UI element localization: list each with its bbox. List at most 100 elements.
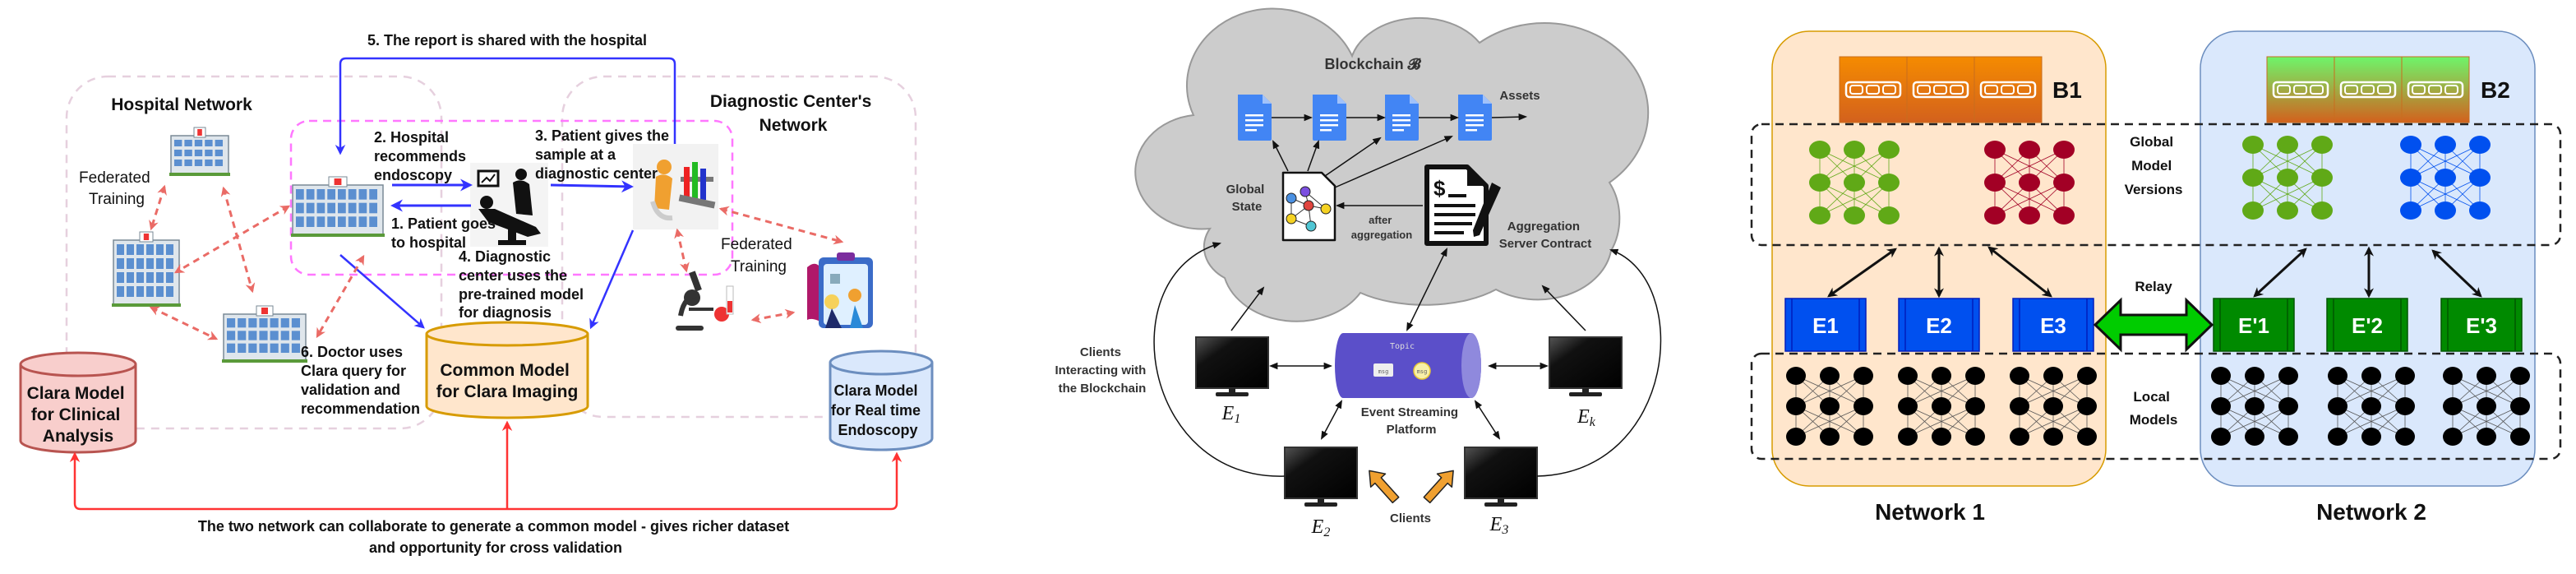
nn-node bbox=[2053, 206, 2075, 225]
nn-node bbox=[1844, 174, 1865, 192]
hospital-icon bbox=[291, 176, 385, 237]
federated-arrow bbox=[718, 206, 844, 245]
document-icon bbox=[1458, 95, 1492, 141]
hospital-icon bbox=[169, 127, 230, 176]
diagnostic-network-region bbox=[561, 75, 917, 419]
step3-arrow bbox=[550, 180, 634, 193]
client-node-label: E2 bbox=[1311, 516, 1331, 539]
nn-node bbox=[1878, 174, 1900, 192]
global-model-network bbox=[2400, 136, 2491, 220]
nn-node bbox=[2443, 397, 2463, 415]
blockchain-cloud bbox=[1134, 7, 1650, 322]
nn-node bbox=[2400, 169, 2421, 187]
edge-node-label: E'1 bbox=[2238, 313, 2269, 338]
nn-node bbox=[1809, 206, 1830, 225]
edge-prime-node-box: E'1 bbox=[2213, 298, 2295, 352]
client-arrow-left bbox=[1369, 470, 1400, 504]
nn-node bbox=[1898, 428, 1918, 446]
client-node-label: E3 bbox=[1489, 514, 1509, 537]
nn-node bbox=[2053, 141, 2075, 159]
nn-node bbox=[2361, 397, 2381, 415]
e1p-global-arrow bbox=[2253, 248, 2307, 298]
nn-node bbox=[1786, 397, 1806, 415]
edge-node-label: E3 bbox=[2040, 313, 2066, 338]
nn-node bbox=[1786, 367, 1806, 385]
lab-icon bbox=[633, 144, 718, 229]
nn-node bbox=[1984, 141, 2006, 159]
document-icon bbox=[1385, 95, 1419, 141]
global-model-versions-label: Global Model Versions bbox=[2125, 134, 2183, 197]
e1-global-arrow bbox=[1827, 248, 1897, 298]
step4-label: 4. Diagnostic center uses the pre-traine… bbox=[459, 248, 588, 321]
nn-node bbox=[2053, 174, 2075, 192]
hospital-icon bbox=[222, 305, 307, 363]
nn-node bbox=[2469, 201, 2491, 220]
b1-block bbox=[1839, 56, 1908, 123]
state-to-asset-arrow bbox=[1307, 140, 1320, 172]
contract-label: Aggregation Server Contract bbox=[1499, 220, 1592, 251]
step3-label: 3. Patient gives the sample at a diagnos… bbox=[535, 127, 673, 182]
common-model-cylinder: Common Model for Clara Imaging bbox=[425, 321, 589, 419]
topic-label: Topic bbox=[1390, 342, 1415, 351]
diagnostic-network-title: Diagnostic Center's Network bbox=[710, 92, 876, 135]
nn-node bbox=[2311, 201, 2333, 220]
federated-training-arrows bbox=[149, 184, 844, 340]
local-models-region bbox=[1750, 352, 2562, 461]
nn-node bbox=[1809, 141, 1830, 159]
edge-node-box: E3 bbox=[2012, 298, 2094, 352]
nn-node bbox=[2245, 367, 2264, 385]
monitor-icon bbox=[1464, 447, 1538, 507]
hospital-network-region bbox=[65, 75, 443, 430]
hospital-network-title: Hospital Network bbox=[111, 95, 252, 114]
nn-node bbox=[2077, 367, 2097, 385]
clara-endoscopy-cylinder: Clara Model for Real time Endoscopy bbox=[829, 349, 934, 451]
b2-block bbox=[2266, 56, 2335, 123]
federated-arrow bbox=[750, 308, 796, 324]
nn-node bbox=[2477, 428, 2496, 446]
nn-node bbox=[2361, 428, 2381, 446]
monitor-icon bbox=[1284, 447, 1358, 507]
edge-node-label: E1 bbox=[1812, 313, 1839, 338]
nn-node bbox=[2510, 367, 2530, 385]
global-models-region bbox=[1750, 123, 2562, 247]
network1-label: Network 1 bbox=[1875, 499, 1985, 525]
local-model-network bbox=[2211, 367, 2298, 446]
msg-label: msg bbox=[1378, 368, 1389, 375]
neural-network-document-icon bbox=[1281, 171, 1336, 242]
edge-node-label: E'2 bbox=[2352, 313, 2383, 338]
b2-block bbox=[2401, 56, 2470, 123]
blockchain-title: Blockchain 𝓑 bbox=[1325, 56, 1422, 72]
nn-node bbox=[2277, 136, 2298, 154]
relay-label: Relay bbox=[2135, 279, 2172, 294]
panel-blockchain-streaming: Blockchain 𝓑 Assets Global State bbox=[1055, 7, 1662, 539]
nn-node bbox=[1854, 397, 1873, 415]
ek-cloud-arrow bbox=[1541, 285, 1586, 331]
nn-node bbox=[1932, 428, 1951, 446]
local-model-network bbox=[2443, 367, 2530, 446]
nn-node bbox=[2043, 397, 2063, 415]
nn-node bbox=[2477, 397, 2496, 415]
edge-global-arrows bbox=[1827, 246, 2482, 299]
collaboration-line bbox=[69, 451, 903, 511]
global-model-network bbox=[1809, 141, 1900, 225]
nn-node bbox=[1844, 206, 1865, 225]
clients-label: Clients bbox=[1390, 512, 1431, 525]
step1-label: 1. Patient goes to hospital bbox=[391, 215, 500, 251]
nn-node bbox=[1932, 397, 1951, 415]
nn-node bbox=[1898, 367, 1918, 385]
state-to-asset-arrow bbox=[1334, 136, 1453, 188]
nn-node bbox=[2443, 428, 2463, 446]
e2-cloud-curve bbox=[1153, 242, 1286, 477]
local-model-network bbox=[1898, 367, 1985, 446]
nn-node bbox=[2242, 169, 2264, 187]
document-icon bbox=[1313, 95, 1346, 141]
clients-interacting-label: Clients Interacting with the Blockchain bbox=[1055, 345, 1149, 396]
b1-label: B1 bbox=[2052, 77, 2082, 103]
edge-node-box: E1 bbox=[1784, 298, 1867, 352]
client-node-label: E1 bbox=[1221, 403, 1241, 426]
nn-node bbox=[1984, 174, 2006, 192]
nn-node bbox=[2211, 397, 2231, 415]
nn-node bbox=[2077, 397, 2097, 415]
e2-topic-arrow bbox=[1321, 400, 1342, 440]
nn-node bbox=[1820, 397, 1840, 415]
